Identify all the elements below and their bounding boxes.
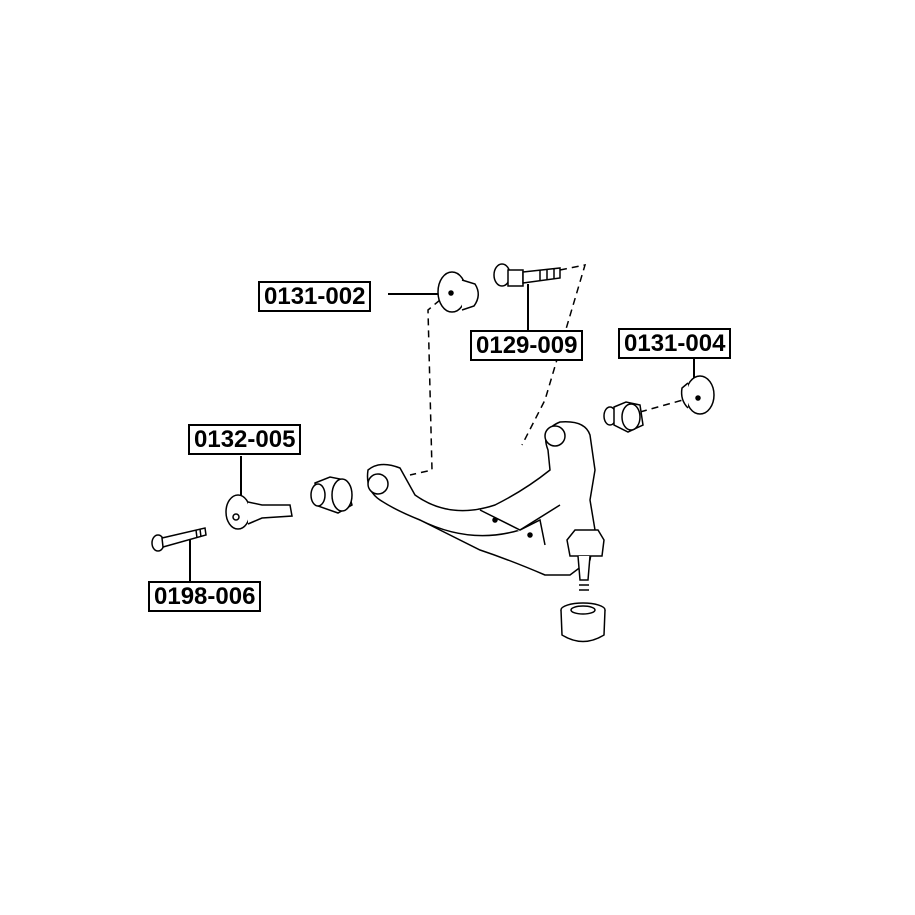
cam-washer-part — [437, 271, 479, 313]
dust-boot-part — [560, 602, 606, 643]
bushing-part-front — [310, 476, 353, 514]
part-label-0131-002[interactable]: 0131-002 — [258, 281, 372, 312]
cam-washer-part-2 — [680, 375, 715, 415]
bushing-part-rear — [603, 401, 644, 433]
lower-control-arm — [366, 421, 596, 576]
cam-bolt-part-front — [225, 494, 293, 530]
assembly-dashed-lines — [409, 264, 691, 476]
part-label-0131-004[interactable]: 0131-004 — [618, 328, 732, 359]
cam-bolt-part — [493, 263, 561, 287]
ball-joint-part — [566, 529, 605, 591]
part-label-0132-005[interactable]: 0132-005 — [188, 424, 302, 455]
long-bolt-part — [151, 527, 207, 552]
part-label-0129-009[interactable]: 0129-009 — [470, 330, 584, 361]
part-label-0198-006[interactable]: 0198-006 — [148, 581, 262, 612]
